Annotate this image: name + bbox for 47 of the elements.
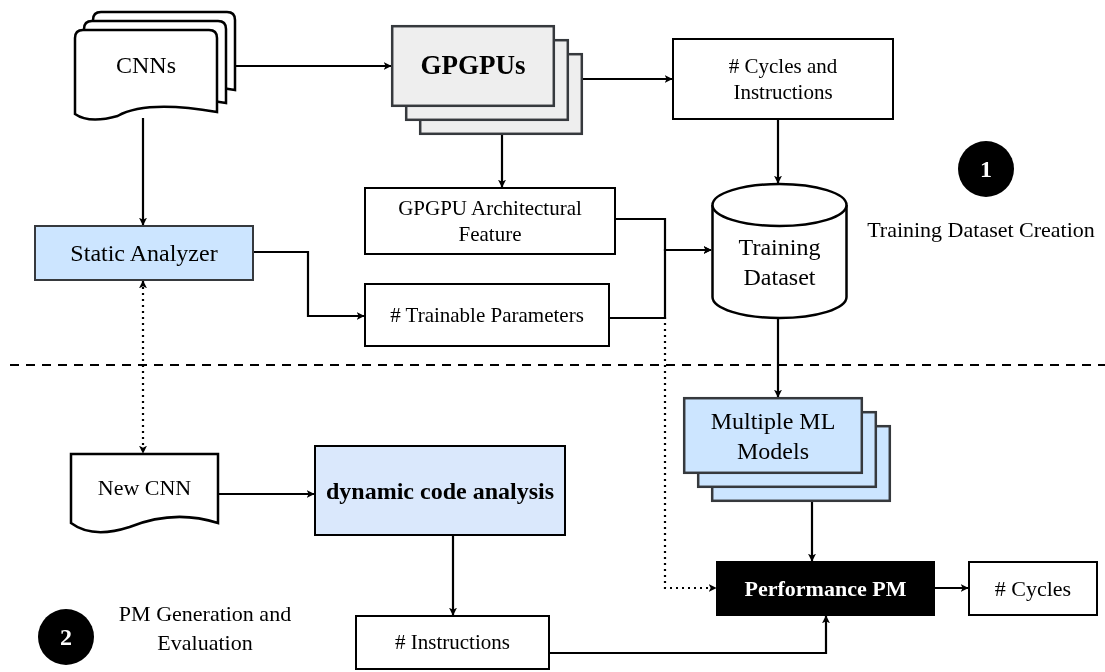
arrow [219,490,315,498]
node-label: # Instructions [394,629,511,656]
node-label: # Cycles and Instructions [727,52,839,106]
step-number: 2 [59,623,73,652]
arrow [498,135,506,188]
node-label: # Cycles [993,574,1073,603]
step-circle [958,141,1014,197]
node-label: CNNs [115,51,177,80]
arrow [550,615,830,655]
step-caption: PM Generation and Evaluation [117,600,293,657]
process-box [355,615,550,670]
process-box [716,561,935,616]
process-box [364,187,616,255]
node-label: GPGPUs [419,49,527,83]
document-shape [70,453,219,535]
arrow [235,62,392,70]
arrow [139,118,147,226]
node-label: Performance PM [743,574,908,603]
arrow [583,75,673,83]
process-box [968,561,1098,616]
stacked-box [683,397,891,502]
step-number: 1 [979,155,993,184]
arrow [808,502,816,562]
process-box [672,38,894,120]
node-label: GPGPU Architectural Feature [397,194,583,248]
stacked-box [391,25,583,135]
step-caption: Training Dataset Creation [866,216,1096,244]
node-label: Training Dataset [737,233,822,292]
node-label: # Trainable Parameters [389,301,585,329]
arrow [610,316,717,592]
database-cylinder [711,183,848,319]
arrow [449,536,457,616]
process-box [314,445,566,536]
arrow [774,120,782,184]
node-label: dynamic code analysis [325,476,555,506]
process-box [34,225,254,281]
process-box [364,283,610,347]
node-label: Static Analyzer [69,239,219,268]
arrow [774,319,782,398]
arrow [610,246,712,320]
arrow [139,280,147,454]
node-label: New CNN [96,474,193,502]
arrow [935,584,969,592]
arrow [254,250,365,320]
node-label: Multiple ML Models [709,406,837,466]
document-stack [75,12,235,118]
step-circle [38,609,94,665]
